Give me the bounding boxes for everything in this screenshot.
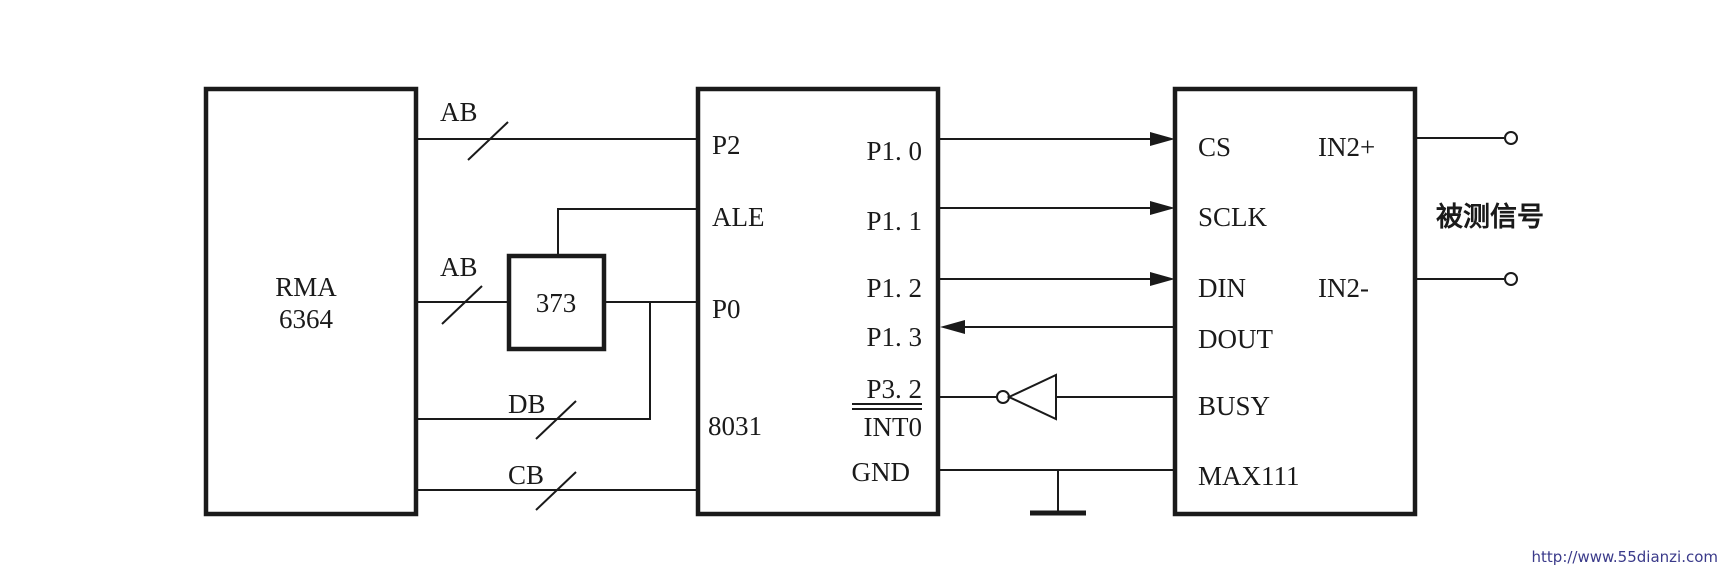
ram-block: RMA 6364 xyxy=(203,86,419,517)
bus-label-cb: CB xyxy=(508,460,544,490)
pin-p1-2: P1. 2 xyxy=(866,273,922,303)
inverter-gate-icon xyxy=(1006,373,1057,421)
bus-label-db: DB xyxy=(508,389,546,419)
watermark: http://www.55dianzi.com xyxy=(1532,548,1718,566)
ram-part-number: 6364 xyxy=(279,304,334,334)
terminal-icon xyxy=(1504,131,1518,145)
din-wire xyxy=(938,272,1175,286)
pin-p3-2: P3. 2 xyxy=(866,374,922,404)
adc-chip-name: MAX111 xyxy=(1198,461,1300,491)
pin-p0: P0 xyxy=(712,294,741,324)
ram-name: RMA xyxy=(275,272,337,302)
busy-wire xyxy=(938,373,1175,421)
bus-slash xyxy=(467,121,509,161)
arrow-right-icon xyxy=(1150,201,1175,215)
pin-dout: DOUT xyxy=(1198,324,1273,354)
pin-din: DIN xyxy=(1198,273,1246,303)
pin-ale: ALE xyxy=(712,202,764,232)
pin-p2: P2 xyxy=(712,130,741,160)
bus-slash xyxy=(535,471,577,511)
pin-busy: BUSY xyxy=(1198,391,1270,421)
bus-slash xyxy=(535,400,577,440)
address-bus-high: AB xyxy=(418,97,698,161)
mcu-8031-block: P2 ALE P0 8031 P1. 0 P1. 1 P1. 2 P1. 3 P… xyxy=(695,86,941,517)
bus-label-ab-mid: AB xyxy=(440,252,478,282)
pin-cs: CS xyxy=(1198,132,1231,162)
pin-in2-minus: IN2- xyxy=(1318,273,1369,303)
terminal-icon xyxy=(1504,272,1518,286)
pin-gnd: GND xyxy=(852,457,911,487)
arrow-right-icon xyxy=(1150,272,1175,286)
bus-label-ab-top: AB xyxy=(440,97,478,127)
pin-in2-plus: IN2+ xyxy=(1318,132,1375,162)
pin-p1-0: P1. 0 xyxy=(866,136,922,166)
signal-label: 被测信号 xyxy=(1436,202,1544,233)
arrow-left-icon xyxy=(940,320,965,334)
latch-label: 373 xyxy=(536,288,577,318)
data-bus: DB xyxy=(418,302,651,440)
pin-sclk: SCLK xyxy=(1198,202,1268,232)
gnd-wire xyxy=(938,469,1175,516)
cs-wire xyxy=(938,132,1175,146)
control-bus: CB xyxy=(418,460,698,511)
pin-p1-3: P1. 3 xyxy=(866,322,922,352)
latch-373-block: 373 xyxy=(506,253,607,352)
input-terminal-minus xyxy=(1415,272,1518,286)
sclk-wire xyxy=(938,201,1175,215)
input-terminal-plus xyxy=(1415,131,1518,145)
address-bus-low: AB xyxy=(418,252,509,325)
pin-int0: INT0 xyxy=(864,412,922,442)
bus-slash xyxy=(441,285,483,325)
ale-wire xyxy=(557,208,698,256)
arrow-right-icon xyxy=(1150,132,1175,146)
mcu-chip-name: 8031 xyxy=(708,411,762,441)
dout-wire xyxy=(940,320,1175,334)
adc-max111-block: CS SCLK DIN DOUT BUSY MAX111 IN2+ IN2- xyxy=(1172,86,1418,517)
pin-p1-1: P1. 1 xyxy=(866,206,922,236)
